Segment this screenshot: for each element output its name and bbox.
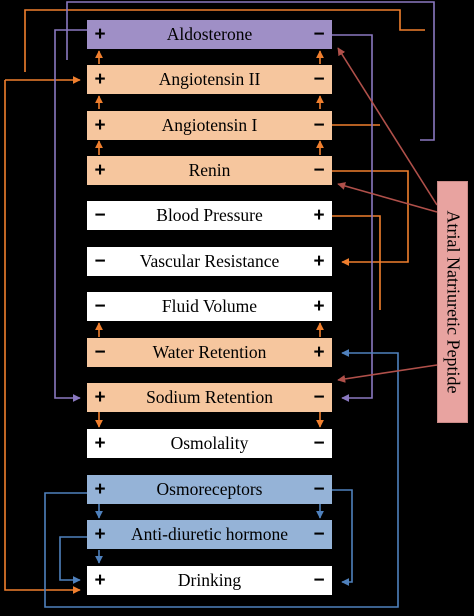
purple-feedback-lines — [54, 1, 435, 402]
positive-sign: + — [94, 69, 106, 90]
positive-sign: + — [94, 24, 106, 45]
positive-sign: + — [94, 160, 106, 181]
negative-sign: − — [313, 433, 325, 454]
node-label: Sodium Retention — [146, 387, 273, 407]
node-osmoreceptors: + Osmoreceptors − — [87, 475, 332, 504]
atrial-natriuretic-peptide-box: Atrial Natriuretic Peptide — [437, 181, 468, 423]
atrial-natriuretic-peptide-label: Atrial Natriuretic Peptide — [443, 210, 463, 394]
positive-sign: + — [313, 296, 325, 317]
node-water-retention: − Water Retention + — [87, 338, 332, 367]
negative-sign: − — [313, 479, 325, 500]
negative-sign: − — [313, 524, 325, 545]
node-aldosterone: + Aldosterone − — [87, 20, 332, 49]
node-label: Angiotensin II — [158, 69, 261, 89]
positive-sign: + — [94, 570, 106, 591]
node-label: Fluid Volume — [161, 296, 258, 316]
positive-sign: + — [94, 387, 106, 408]
positive-sign: + — [94, 479, 106, 500]
node-label: Vascular Resistance — [139, 251, 280, 271]
adh-chain-arrows — [95, 503, 324, 564]
negative-sign: − — [94, 342, 106, 363]
node-label: Angiotensin I — [161, 115, 258, 135]
node-osmolality: + Osmolality − — [87, 429, 332, 458]
positive-sign: + — [94, 115, 106, 136]
orange-feedback-lines — [4, 9, 425, 594]
blue-feedback-lines — [44, 349, 399, 608]
node-label: Osmoreceptors — [156, 479, 263, 499]
node-anti-diuretic-hormone: + Anti-diuretic hormone − — [87, 520, 332, 549]
node-label: Blood Pressure — [156, 205, 263, 225]
node-label: Anti-diuretic hormone — [131, 524, 288, 544]
negative-sign: − — [94, 296, 106, 317]
node-label: Renin — [188, 160, 231, 180]
node-sodium-retention: + Sodium Retention − — [87, 383, 332, 412]
positive-sign: + — [94, 524, 106, 545]
negative-sign: − — [313, 387, 325, 408]
positive-sign: + — [313, 205, 325, 226]
positive-sign: + — [94, 433, 106, 454]
node-fluid-volume: − Fluid Volume + — [87, 292, 332, 321]
negative-sign: − — [94, 251, 106, 272]
anp-inhibition-lines — [337, 47, 438, 383]
negative-sign: − — [313, 69, 325, 90]
negative-sign: − — [313, 24, 325, 45]
negative-sign: − — [94, 205, 106, 226]
node-vascular-resistance: − Vascular Resistance + — [87, 247, 332, 276]
positive-sign: + — [313, 342, 325, 363]
node-angiotensin-ii: + Angiotensin II − — [87, 65, 332, 94]
node-label: Osmolality — [170, 433, 249, 453]
positive-sign: + — [313, 251, 325, 272]
node-drinking: + Drinking − — [87, 566, 332, 595]
node-angiotensin-i: + Angiotensin I − — [87, 111, 332, 140]
negative-sign: − — [313, 160, 325, 181]
node-renin: + Renin − — [87, 156, 332, 185]
negative-sign: − — [313, 570, 325, 591]
negative-sign: − — [313, 115, 325, 136]
node-label: Aldosterone — [166, 24, 253, 44]
node-label: Water Retention — [152, 342, 267, 362]
node-blood-pressure: − Blood Pressure + — [87, 201, 332, 230]
node-label: Drinking — [177, 570, 242, 590]
